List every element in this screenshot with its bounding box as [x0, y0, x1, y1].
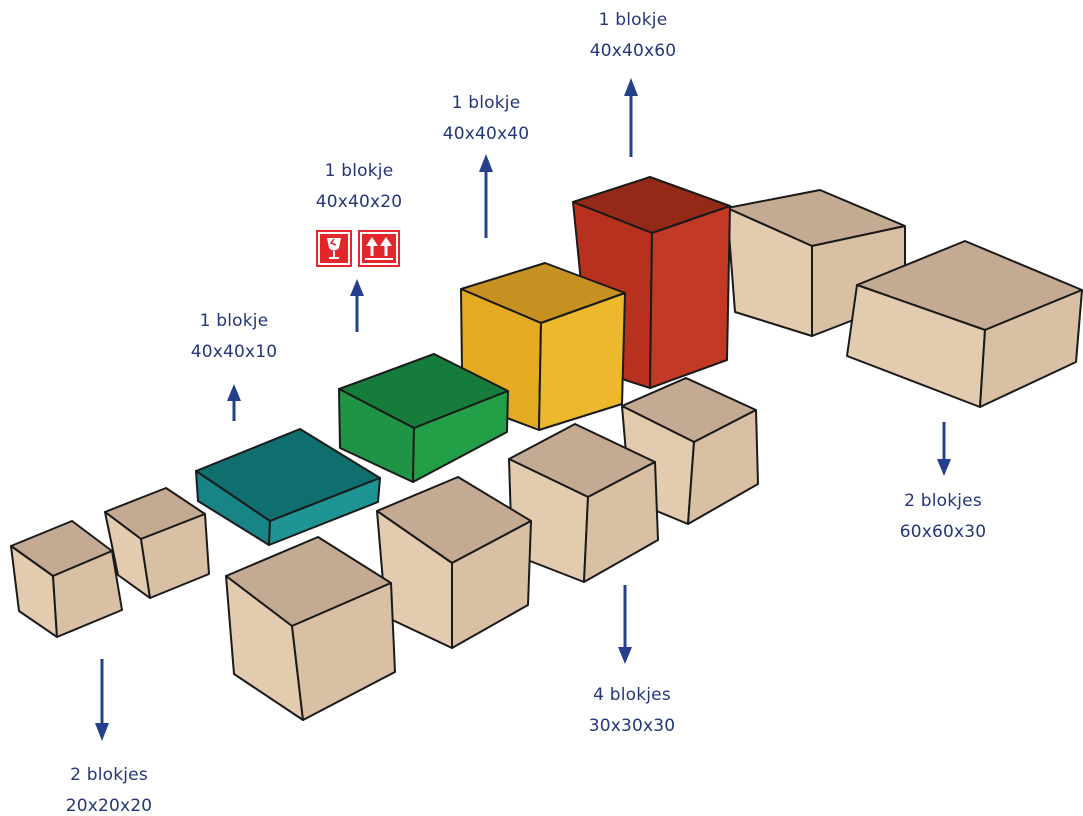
arrow-teal-block	[227, 384, 241, 421]
label-teal-block: 1 blokje 40x40x10	[191, 311, 278, 362]
label-green-block-count: 1 blokje	[325, 161, 394, 181]
fragile-icon	[316, 230, 352, 267]
label-red-block: 1 blokje 40x40x60	[590, 10, 677, 61]
arrow-green-block	[350, 279, 364, 332]
medium-cube-2	[376, 476, 532, 649]
small-cube-2	[104, 487, 210, 599]
arrow-yellow-block	[479, 154, 493, 238]
label-small-cubes-size: 20x20x20	[66, 796, 153, 816]
label-teal-block-count: 1 blokje	[200, 311, 269, 331]
label-teal-block-size: 40x40x10	[191, 342, 278, 362]
label-green-block: 1 blokje 40x40x20	[316, 161, 403, 212]
label-flat-boxes-size: 60x60x30	[900, 522, 987, 542]
medium-cube-1	[225, 536, 396, 721]
flat-box-front	[846, 240, 1083, 408]
label-yellow-block: 1 blokje 40x40x40	[443, 93, 530, 144]
label-red-block-size: 40x40x60	[590, 41, 677, 61]
arrow-small-cubes	[95, 659, 109, 741]
label-medium-cubes-count: 4 blokjes	[593, 685, 671, 705]
label-yellow-block-count: 1 blokje	[452, 93, 521, 113]
label-small-cubes: 2 blokjes 20x20x20	[66, 765, 153, 816]
yellow-block	[460, 262, 626, 431]
label-medium-cubes-size: 30x30x30	[589, 716, 676, 736]
label-flat-boxes-count: 2 blokjes	[904, 491, 982, 511]
label-green-block-size: 40x40x20	[316, 192, 403, 212]
label-medium-cubes: 4 blokjes 30x30x30	[589, 685, 676, 736]
small-cube-1	[10, 520, 123, 638]
label-flat-boxes: 2 blokjes 60x60x30	[900, 491, 987, 542]
arrow-medium-cubes	[618, 585, 632, 664]
label-yellow-block-size: 40x40x40	[443, 124, 530, 144]
arrow-flat-boxes	[937, 422, 951, 476]
teal-block	[195, 428, 381, 546]
label-red-block-count: 1 blokje	[599, 10, 668, 30]
label-small-cubes-count: 2 blokjes	[70, 765, 148, 785]
arrow-red-block	[624, 78, 638, 157]
green-block	[338, 353, 509, 483]
this-way-up-icon	[358, 230, 400, 267]
